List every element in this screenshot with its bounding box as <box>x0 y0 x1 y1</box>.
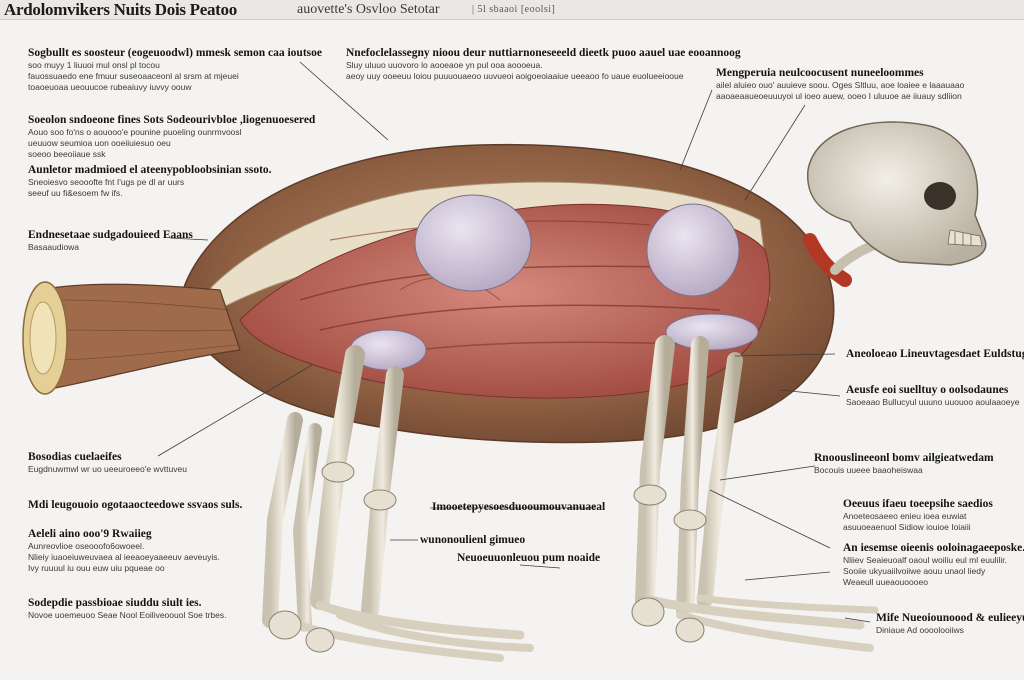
label-heading: Aunletor madmioed el ateenypobloobsinian… <box>28 164 272 176</box>
label-right-4: Rnoouslineeonl bomv ailgieatwedam Bocoui… <box>814 451 994 476</box>
label-line: soo muyy 1 liuuoi mul onsl pl tocou <box>28 60 160 70</box>
label-left-2: Soeolon sndoeone fines Sots Sodeourivblo… <box>28 113 315 160</box>
label-line: Eugdnuwmwl wr uo ueeuroeeo'e wvttuveu <box>28 464 187 474</box>
label-line: Weaeull uueaouoooeo <box>843 577 928 587</box>
label-heading: Oeeuus ifaeu toeepsihe saedios <box>843 498 993 510</box>
label-line: Sooiie ukyuaiilvoiiwe aouu unaol liedy <box>843 566 986 576</box>
label-line: Bocouis uueee baaoheiswaa <box>814 465 923 475</box>
label-right-5: Oeeuus ifaeu toeepsihe saedios Anoeteosa… <box>843 497 993 533</box>
label-center-1: Imooetepyesoesduooumouvanuaeal <box>432 500 605 514</box>
label-line: Novoe uoemeuoo Seae Nool Eoiliveoouol So… <box>28 610 227 620</box>
label-heading: Mdi leugouoio ogotaaocteedowe ssvaos sul… <box>28 499 243 511</box>
label-heading: Aeusfe eoi suelltuy o oolsodaunes <box>846 384 1009 396</box>
label-right-7: Mife Nueoiounoood & eulieeyue Diniaue Ad… <box>876 611 1024 636</box>
label-left-6: Mdi leugouoio ogotaaocteedowe ssvaos sul… <box>28 498 242 512</box>
label-right-3: Aeusfe eoi suelltuy o oolsodaunes Saoeaa… <box>846 383 1019 408</box>
leader-lines <box>157 61 871 623</box>
label-line: asuuoeaenuol Sidiow iouioe Ioiaiii <box>843 522 971 532</box>
label-heading: Nnefoclelassegny nioou deur nuttiarnones… <box>346 47 741 59</box>
skull <box>803 121 987 287</box>
label-line: Ivy ruuuul iu ouu euw uiu pqueae oo <box>28 563 165 573</box>
label-line: Aouo soo fo'ns o aouooo'e pounine puoeli… <box>28 127 242 137</box>
label-right-6: An iesemse oieenis ooloinagaeeposke. Nli… <box>843 541 1024 588</box>
label-right-1: Mengperuia neulcoocusent nuneeloommes ai… <box>716 66 964 102</box>
label-heading: Mengperuia neulcoocusent nuneeloommes <box>716 67 924 79</box>
page-title: Ardolomvikers Nuits Dois Peatoo <box>4 0 237 19</box>
front-leg-bones <box>262 345 534 662</box>
label-left-5: Bosodias cuelaeifes Eugdnuwmwl wr uo uee… <box>28 450 187 475</box>
rear-leg-bones <box>631 335 879 652</box>
label-heading: Imooetepyesoesduooumouvanuaeal <box>432 501 606 513</box>
label-top-1: Nnefoclelassegny nioou deur nuttiarnones… <box>346 46 741 82</box>
label-center-3: Neuoeuuonleuou pum noaide <box>457 551 600 565</box>
label-heading: Bosodias cuelaeifes <box>28 451 122 463</box>
label-line: Nlieiy iuaoeiuweuvaea al ieeaoeyaaeeuv a… <box>28 552 220 562</box>
label-heading: Neuoeuuonleuou pum noaide <box>457 552 601 564</box>
label-heading: wunonoulienl gimueo <box>420 534 526 546</box>
label-heading: An iesemse oieenis ooloinagaeeposke. <box>843 542 1024 554</box>
label-heading: Aneoloeao Lineuvtagesdaet Euldstugs weai… <box>846 348 1024 360</box>
label-heading: Mife Nueoiounoood & eulieeyue <box>876 612 1024 624</box>
label-line: Diniaue Ad oooolooiiws <box>876 625 964 635</box>
label-line: Aunreovlioe oseooofo6owoeel. <box>28 541 145 551</box>
label-line: ueuuow seumioa uon ooeiiuiesuo oeu <box>28 138 171 148</box>
label-left-1: Sogbullt es soosteur (eogeuoodwl) mmesk … <box>28 46 322 93</box>
label-left-7: Aeleli aino ooo'9 Rwaiieg Aunreovlioe os… <box>28 527 220 574</box>
label-line: Saoeaao Bullucyul uuuno uuouoo aoulaaoey… <box>846 397 1020 407</box>
label-line: Anoeteosaeeo enieu ioea euwiat <box>843 511 967 521</box>
label-line: soeoo beeoiiaue ssk <box>28 149 106 159</box>
label-right-2: Aneoloeao Lineuvtagesdaet Euldstugs weai… <box>846 347 1024 361</box>
label-center-2: wunonoulienl gimueo <box>420 533 525 547</box>
label-line: Nliiev Seaieuoalf oaoul woiliu eul ml eu… <box>843 555 1007 565</box>
label-line: toaoeuoaa ueouucoe rubeaiuvy iuvvy oouw <box>28 82 192 92</box>
label-line: seeuf uu fi&esoem fw ifs. <box>28 188 123 198</box>
label-line: aeoy uuy ooeeuu loiou puuuouaeoo uuvueoi… <box>346 71 684 81</box>
label-line: Sneoiesvo seooofte fnt I'ugs pe dl ar uu… <box>28 177 185 187</box>
label-heading: Rnoouslineeonl bomv ailgieatwedam <box>814 452 994 464</box>
label-heading: Endnesetaae sudgadouieed Eaans <box>28 229 193 241</box>
left-limb <box>22 281 241 395</box>
label-line: Basaaudiowa <box>28 242 80 252</box>
label-left-3: Aunletor madmioed el ateenypobloobsinian… <box>28 163 272 199</box>
label-line: ailel aluieo ouo' auuieve soou. Oges Slt… <box>716 80 965 90</box>
label-left-8: Sodepdie passbioae siuddu siult ies. Nov… <box>28 596 226 621</box>
label-left-4: Endnesetaae sudgadouieed Eaans Basaaudio… <box>28 228 193 253</box>
label-heading: Soeolon sndoeone fines Sots Sodeourivblo… <box>28 114 316 126</box>
organs <box>349 194 759 371</box>
title-bar: Ardolomvikers Nuits Dois Peatoo auovette… <box>0 0 1024 20</box>
label-heading: Sogbullt es soosteur (eogeuoodwl) mmesk … <box>28 47 322 59</box>
label-heading: Aeleli aino ooo'9 Rwaiieg <box>28 528 152 540</box>
label-line: Sluy uluuo uuovoro lo aooeaoe yn pul ooa… <box>346 60 543 70</box>
page-subtitle: auovette's Osvloo Setotar <box>297 2 440 17</box>
label-heading: Sodepdie passbioae siuddu siult ies. <box>28 597 202 609</box>
label-line: aaoaeaaueoeuuuyoi ul ioeo auew, ooeo I u… <box>716 91 962 101</box>
page-tag: | 5l sbaaoi [eoolsi] <box>472 4 556 15</box>
label-line: fauossuaedo ene fmuur suseoaaceonl al sr… <box>28 71 239 81</box>
